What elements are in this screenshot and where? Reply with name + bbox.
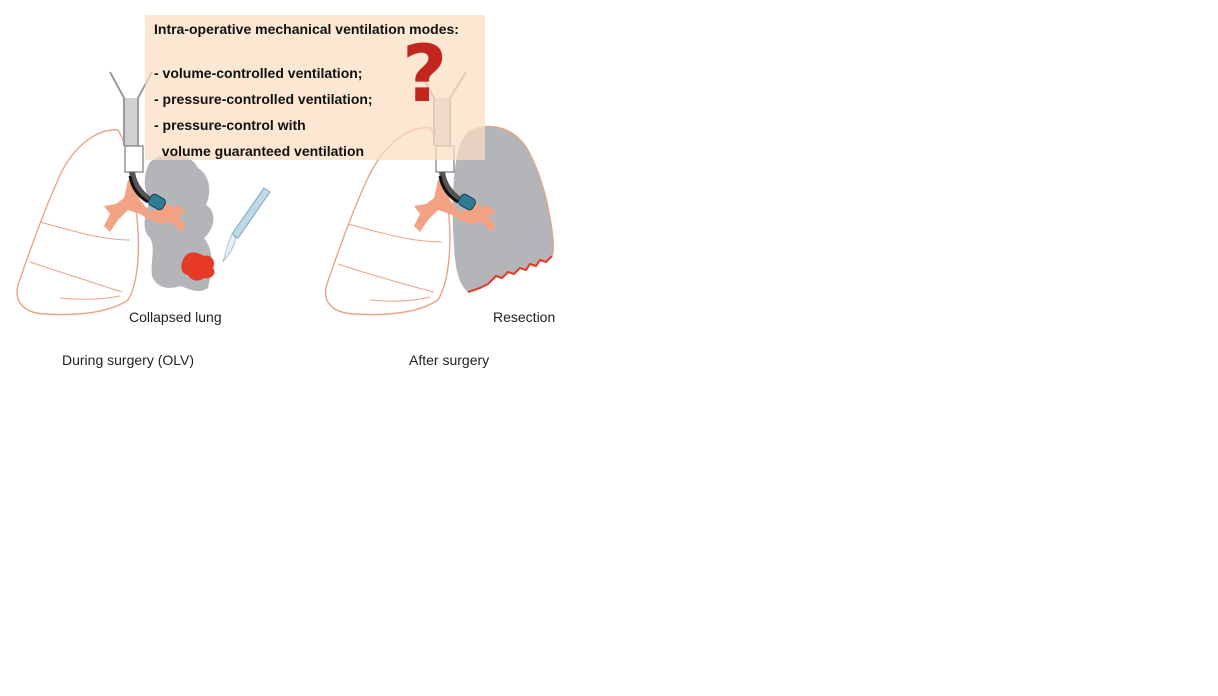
caption-during-surgery: During surgery (OLV)	[62, 352, 195, 368]
bronchi-right	[414, 180, 496, 232]
ventilated-lung-left	[16, 129, 140, 316]
resection-margin	[467, 255, 553, 293]
mode-item-pressure-control: - pressure-control with	[154, 117, 306, 133]
question-mark-icon: ?	[402, 30, 448, 120]
mode-item-volume-guaranteed: volume guaranteed ventilation	[154, 143, 365, 159]
ventilation-modes-heading: Intra-operative mechanical ventilation m…	[154, 21, 459, 37]
left-panel	[16, 71, 271, 316]
mode-item-pressure: - pressure-controlled ventilation;	[154, 91, 373, 107]
resected-lung	[452, 126, 554, 292]
scalpel	[222, 187, 271, 263]
label-resection: Resection	[493, 309, 556, 325]
caption-after-surgery: After surgery	[409, 352, 490, 368]
ventilation-modes-box: Intra-operative mechanical ventilation m…	[145, 15, 485, 160]
tumor	[181, 252, 215, 281]
mode-item-volume: - volume-controlled ventilation;	[154, 65, 363, 81]
label-collapsed-lung: Collapsed lung	[129, 309, 222, 325]
bronchi-left	[104, 180, 186, 232]
